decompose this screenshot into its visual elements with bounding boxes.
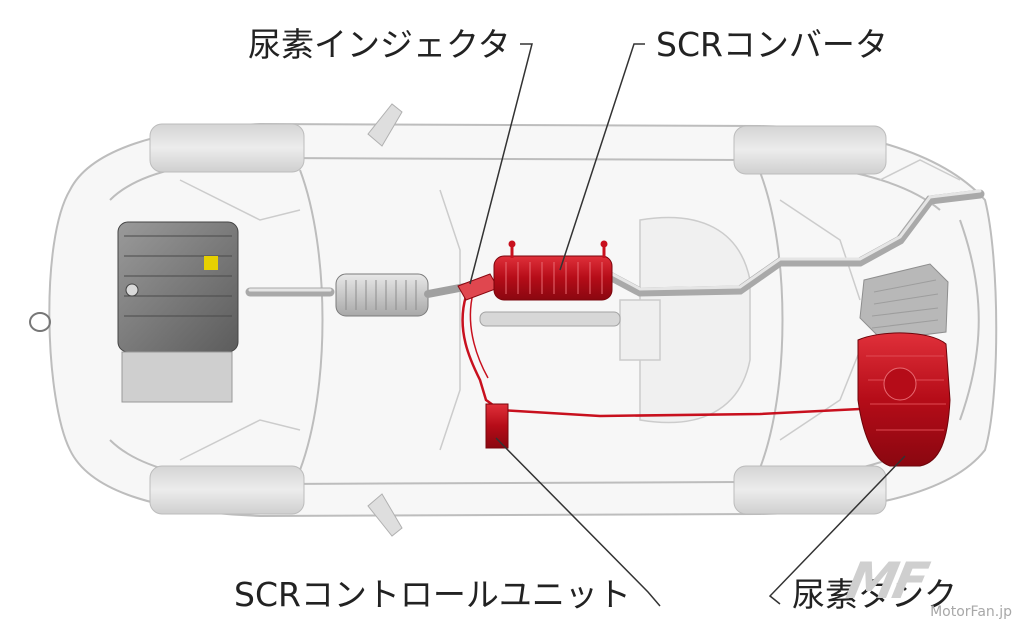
heat-shield	[859, 263, 949, 341]
leader-urea-injector	[469, 43, 533, 285]
brand-emblem-icon	[29, 312, 51, 332]
motorfan-watermark: MF MotorFan.jp	[842, 552, 1018, 624]
watermark-url: MotorFan.jp	[930, 604, 1012, 620]
tire-front-left	[149, 123, 305, 173]
scr-converter-body	[493, 255, 613, 301]
watermark-mark: MF	[841, 552, 931, 610]
label-scr-converter: SCRコンバータ	[656, 25, 888, 64]
tire-rear-right	[733, 465, 887, 515]
tire-front-right	[149, 465, 305, 515]
side-mirror-top	[367, 103, 403, 147]
urea-supply-line	[461, 295, 881, 418]
tire-rear-left	[733, 125, 887, 175]
chassis-details	[179, 159, 961, 461]
scr-system	[457, 240, 951, 467]
leader-scr-control-unit	[495, 437, 661, 607]
leader-lines	[469, 43, 906, 607]
leader-urea-tank	[768, 455, 906, 605]
label-urea-tank: 尿素タンク	[792, 575, 957, 614]
drive-shaft	[479, 311, 621, 327]
exhaust-pipe-highlight	[248, 189, 982, 292]
label-urea-injector: 尿素インジェクタ	[248, 25, 511, 64]
leader-scr-converter	[559, 43, 645, 271]
label-scr-control-unit: SCRコントロールユニット	[234, 575, 631, 614]
side-mirror-bottom	[367, 493, 403, 537]
urea-return-line	[469, 297, 489, 379]
scr-control-unit-box	[485, 403, 509, 449]
exhaust-pipe	[245, 189, 985, 297]
engine-block	[117, 221, 239, 403]
